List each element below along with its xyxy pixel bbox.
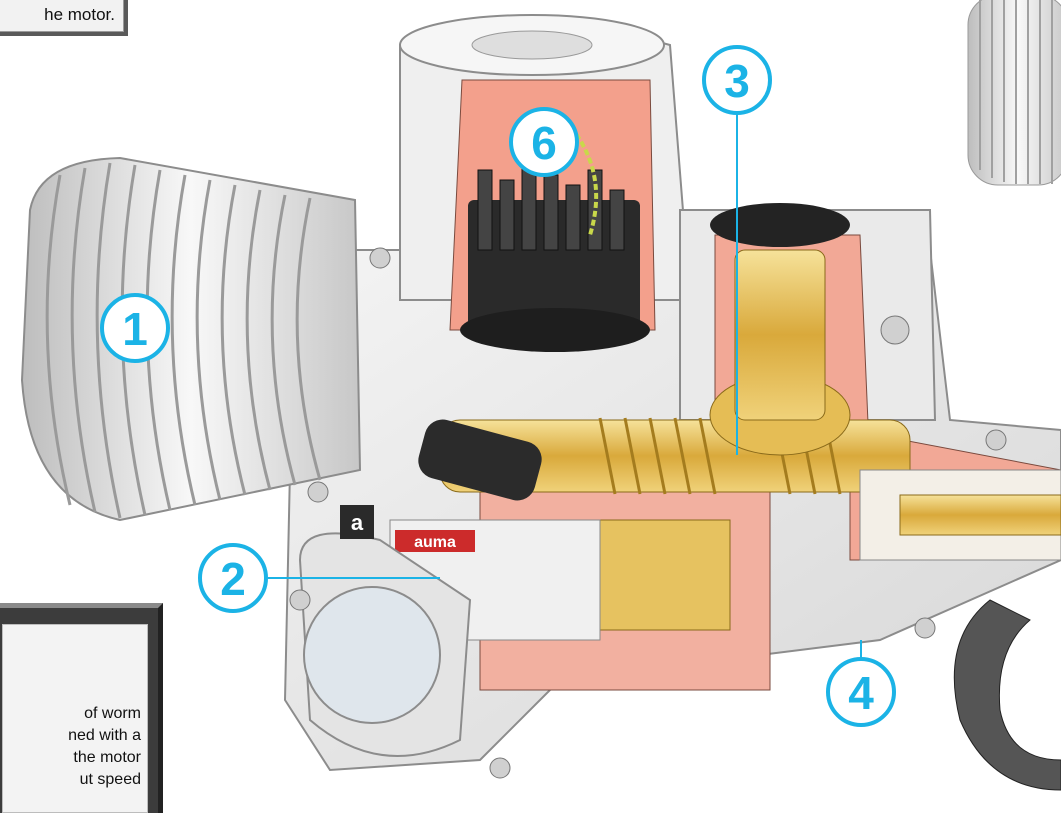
caption-line: of worm: [84, 705, 141, 722]
callout-6: 6: [509, 107, 579, 177]
caption-line: the motor: [73, 749, 141, 766]
callout-3: 3: [702, 45, 772, 115]
svg-text:1: 1: [122, 303, 148, 355]
callout-4: 4: [826, 657, 896, 727]
callout-1: 1: [100, 293, 170, 363]
brand-label: auma: [414, 534, 456, 551]
front-cover: a: [298, 505, 472, 757]
caption-line: ut speed: [79, 771, 141, 788]
caption-text-top: he motor.: [44, 5, 115, 24]
svg-text:2: 2: [220, 553, 246, 605]
switch-mechanism: [460, 118, 650, 352]
svg-text:6: 6: [531, 117, 557, 169]
caption-box-bottom-inner: of worm ned with a the motor ut speed: [2, 624, 148, 813]
caption-line: ned with a: [68, 727, 141, 744]
caption-box-bottom: of worm ned with a the motor ut speed: [0, 603, 163, 813]
motor: [20, 156, 362, 522]
housing-screws: [289, 247, 1007, 779]
svg-text:3: 3: [724, 55, 750, 107]
caption-box-top: he motor.: [0, 0, 124, 32]
callout-leaders: [268, 112, 862, 660]
worm-gear-train: [439, 203, 911, 631]
actuator-cutaway-illustration: auma a 1 2 3 4 6: [20, 0, 1061, 791]
callout-2: 2: [198, 543, 268, 613]
output-drive: [859, 469, 1061, 791]
badge-label: a: [351, 510, 364, 535]
secondary-motor-fins: [967, 0, 1061, 186]
svg-text:4: 4: [848, 667, 874, 719]
